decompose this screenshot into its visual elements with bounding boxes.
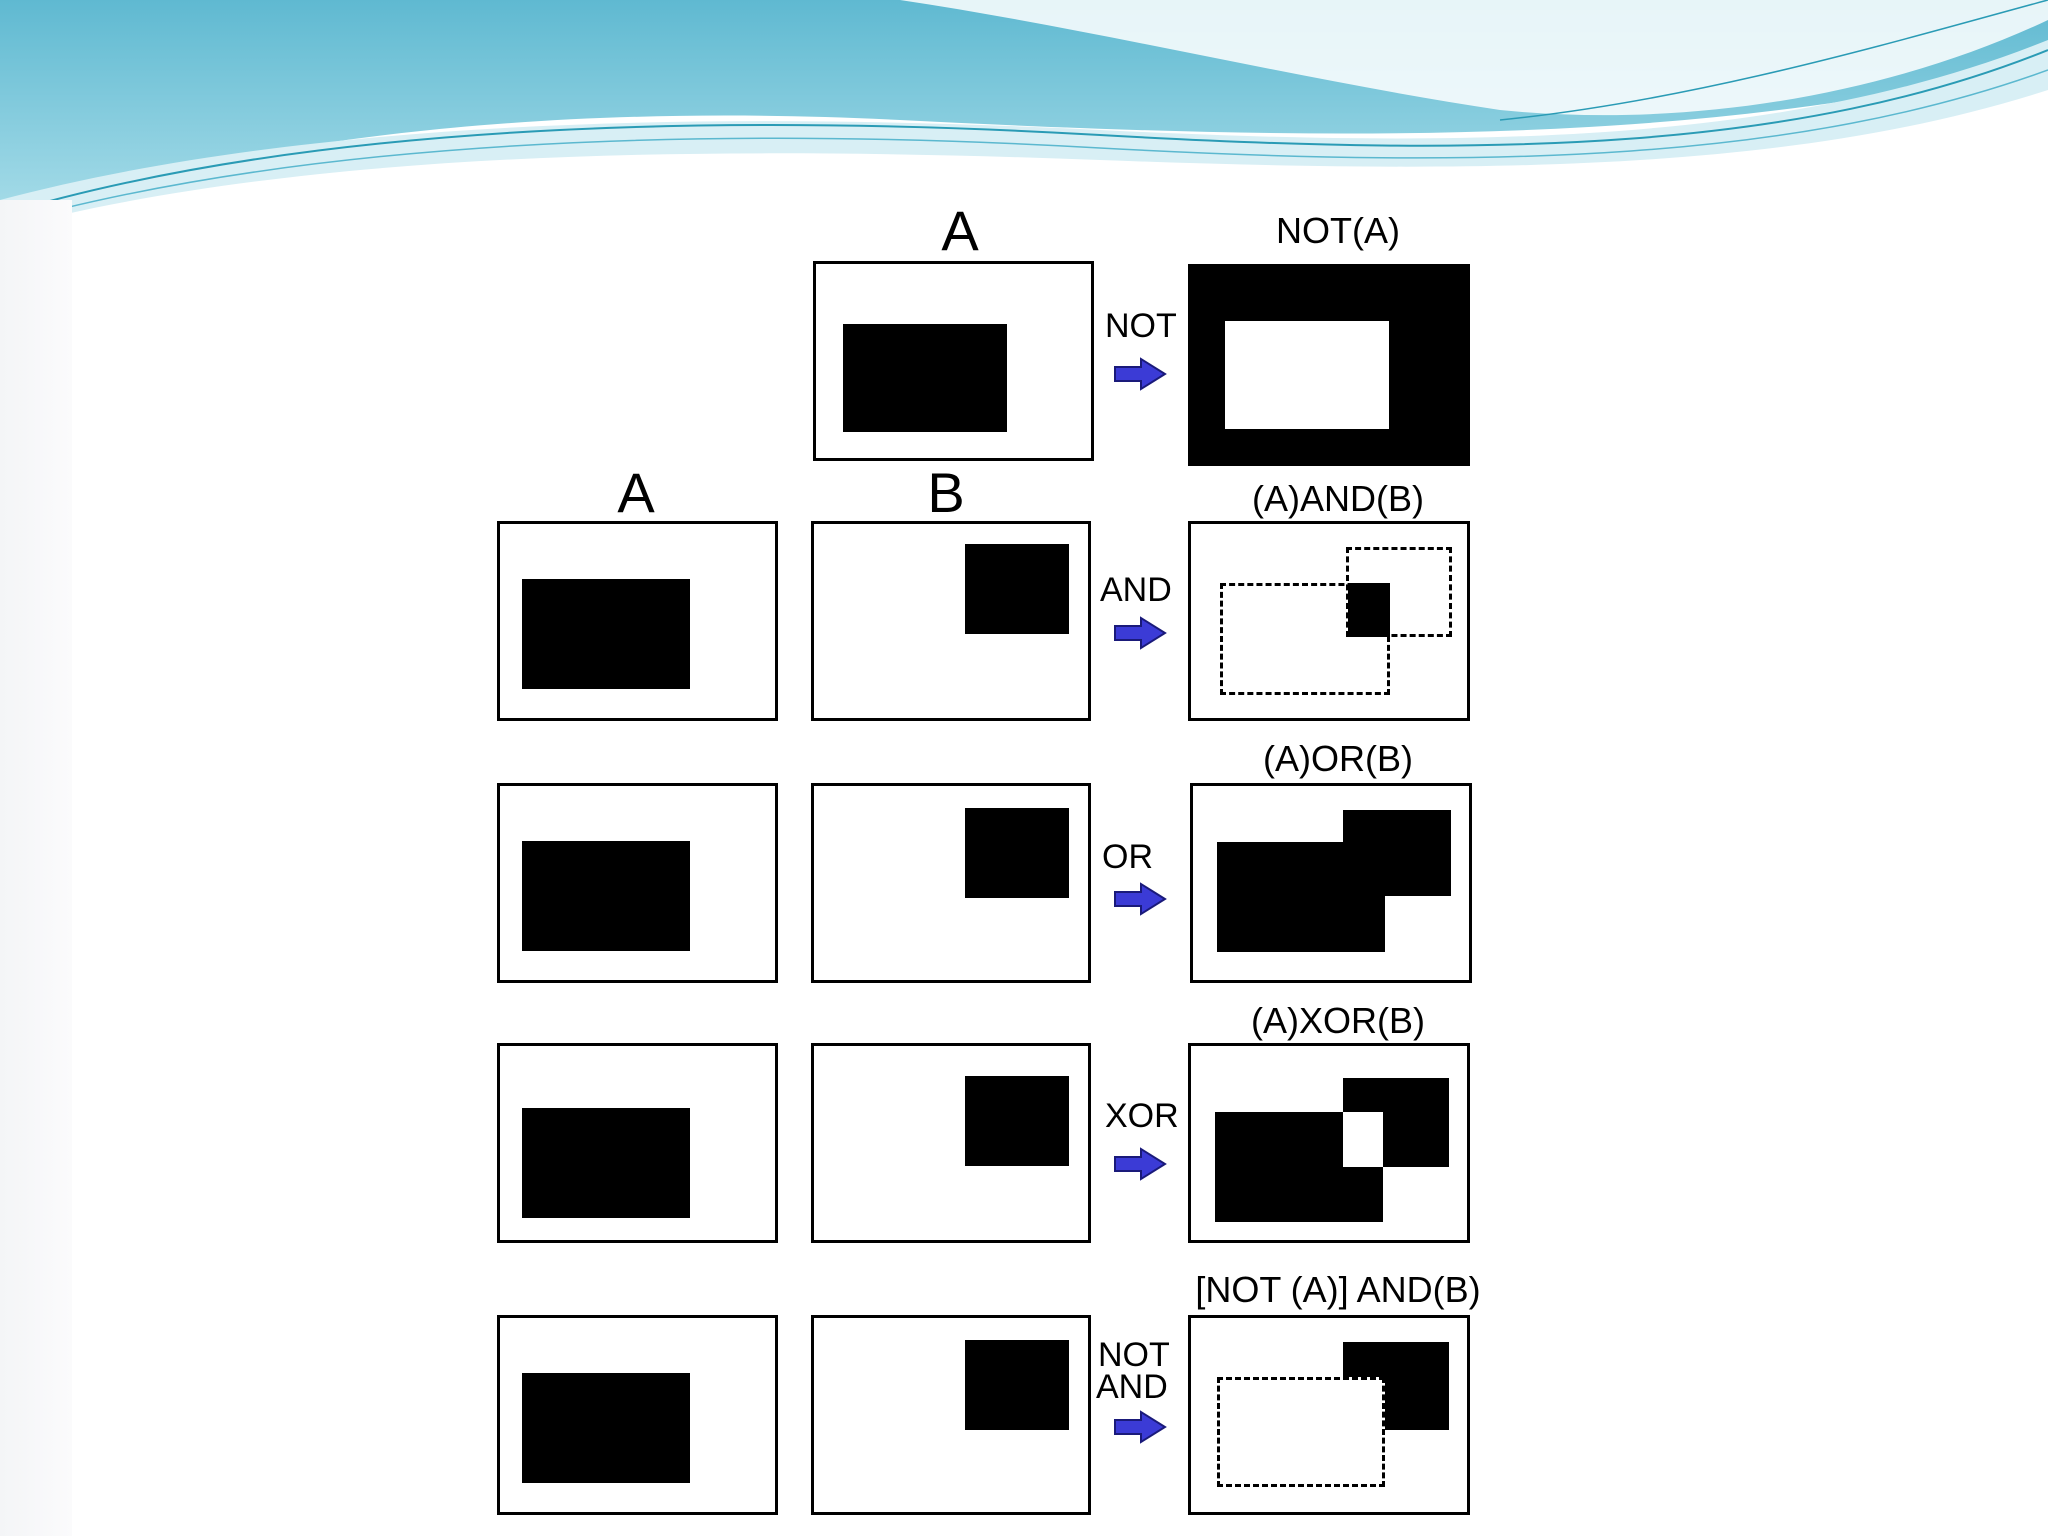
arrow-icon (1114, 357, 1167, 391)
result-label-and: (A)AND(B) (1252, 478, 1424, 519)
shape-a-and-b (1348, 583, 1390, 637)
result-label-or: (A)OR(B) (1263, 738, 1413, 779)
shape-b (965, 1076, 1069, 1166)
outline-a (1220, 583, 1390, 695)
outline-b (1346, 547, 1452, 637)
image-b-row3 (811, 783, 1091, 983)
operator-xor: XOR (1105, 1097, 1179, 1135)
image-a-row1 (813, 261, 1094, 461)
shape-not-a-and-b (1343, 1342, 1449, 1430)
shape-a (522, 1373, 690, 1483)
image-a-row5 (497, 1315, 778, 1515)
arrow-icon (1114, 1147, 1167, 1181)
shape-a (522, 1108, 690, 1218)
image-result-not (1188, 264, 1470, 466)
image-result-not-and (1188, 1315, 1470, 1515)
left-margin-strip (0, 200, 72, 1536)
arrow-icon (1114, 882, 1167, 916)
operator-and: AND (1100, 571, 1172, 609)
shape-a (843, 324, 1007, 432)
column-label-b: B (927, 461, 965, 524)
arrow-icon (1114, 616, 1167, 650)
image-result-and (1188, 521, 1470, 721)
operator-not-line1: NOT (1098, 1336, 1170, 1374)
arrow-icon (1114, 1410, 1167, 1444)
header-wave-decoration (0, 0, 2048, 240)
operator-or: OR (1102, 838, 1153, 876)
image-b-row4 (811, 1043, 1091, 1243)
image-b-row5 (811, 1315, 1091, 1515)
result-label-xor: (A)XOR(B) (1251, 1000, 1425, 1041)
shape-b (965, 544, 1069, 634)
outline-a (1217, 1377, 1385, 1487)
result-label-not: NOT(A) (1276, 210, 1400, 251)
image-result-xor (1188, 1043, 1470, 1243)
image-a-row4 (497, 1043, 778, 1243)
shape-b-part (1343, 810, 1451, 896)
column-label-a: A (617, 461, 655, 524)
operator-not: NOT (1105, 307, 1177, 345)
operator-and-line2: AND (1096, 1368, 1168, 1406)
shape-a (522, 579, 690, 689)
image-b-row2 (811, 521, 1091, 721)
shape-a-xor-b (1215, 1078, 1449, 1222)
shape-b (965, 808, 1069, 898)
shape-b (965, 1340, 1069, 1430)
image-a-row3 (497, 783, 778, 983)
result-label-not-and: [NOT (A)] AND(B) (1195, 1269, 1481, 1310)
column-label-a-top: A (941, 199, 979, 262)
shape-a (522, 841, 690, 951)
image-result-or (1190, 783, 1472, 983)
shape-not-hole (1225, 321, 1389, 429)
image-a-row2 (497, 521, 778, 721)
